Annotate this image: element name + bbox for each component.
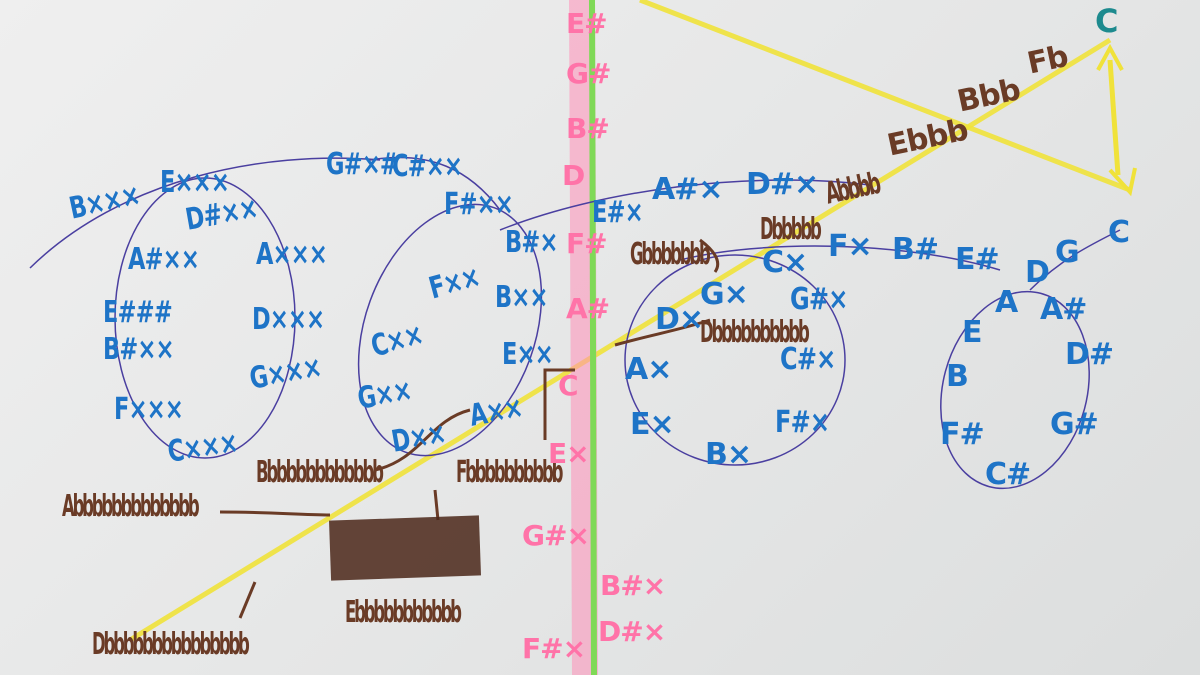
- note-label: E×: [630, 407, 675, 442]
- note-label: F#×: [522, 632, 586, 665]
- note-label: E#: [566, 7, 608, 40]
- note-label: C: [1095, 2, 1119, 40]
- note-label: D×××: [252, 302, 325, 337]
- note-label: E: [962, 315, 982, 350]
- note-label: Dbbbbbbbbbbbbbbb: [92, 627, 250, 662]
- note-label: G: [1055, 235, 1080, 270]
- note-label: E#×: [592, 195, 644, 230]
- note-label: B#××: [103, 332, 174, 367]
- note-label: F#: [940, 417, 985, 452]
- note-label: D××: [388, 415, 449, 460]
- note-label: E#: [955, 242, 1000, 277]
- note-label: B: [946, 359, 969, 394]
- note-label: C#: [985, 457, 1031, 492]
- note-label: B#×: [600, 569, 666, 602]
- note-label: G××: [354, 372, 415, 417]
- note-label: D×: [655, 302, 704, 337]
- note-label: E××: [502, 337, 554, 372]
- note-label: G#×#: [326, 147, 399, 182]
- note-label: G#×: [790, 282, 848, 317]
- note-label: B×: [705, 437, 752, 472]
- note-label: F#: [566, 227, 608, 260]
- note-label: G#: [1050, 407, 1099, 442]
- note-label: C×: [762, 245, 808, 280]
- note-label: Fb: [1024, 39, 1071, 82]
- note-label: B××: [495, 280, 548, 315]
- note-label: Ebbbbbbbbbbb: [345, 595, 462, 630]
- note-label: G#×: [522, 519, 590, 552]
- note-label: A×: [625, 352, 672, 387]
- note-label: C: [1108, 215, 1130, 250]
- note-label: Gbbbbbbb: [630, 237, 711, 272]
- note-label: A#××: [128, 242, 200, 277]
- note-label: C#×: [780, 342, 836, 377]
- note-label: C: [558, 369, 579, 402]
- note-label: B#: [892, 232, 939, 267]
- note-label: D: [1025, 255, 1050, 290]
- note-label: D#×: [598, 615, 666, 648]
- note-label: E×××: [160, 165, 230, 200]
- note-label: Abbbbbbbbbbbbb: [62, 489, 200, 524]
- note-label: A: [995, 285, 1018, 320]
- note-label: A#: [1040, 292, 1087, 327]
- note-label: G×: [700, 277, 749, 312]
- note-label: F×: [828, 229, 873, 264]
- note-label: E###: [103, 295, 173, 330]
- note-label: Fbbbbbbbbbb: [456, 455, 563, 490]
- note-label: D#: [1065, 337, 1114, 372]
- note-label: Dbbbbb: [760, 212, 822, 247]
- note-label: D: [562, 159, 585, 192]
- note-label: Dbbbbbbbbbb: [700, 315, 810, 350]
- note-label: D#×: [746, 167, 819, 202]
- note-label: A×××: [256, 237, 328, 272]
- note-label: B#×: [505, 225, 558, 260]
- note-label: B#: [566, 112, 610, 145]
- note-label: F#××: [444, 187, 514, 222]
- note-label: C#××: [392, 149, 463, 184]
- note-label: E×: [548, 437, 590, 470]
- note-label: F×××: [114, 392, 184, 427]
- note-label: F#×: [775, 405, 830, 440]
- note-label: A#×: [652, 172, 723, 207]
- note-label: A××: [466, 390, 526, 434]
- note-label: Bbbbbbbbbbbbb: [256, 455, 384, 490]
- note-label: G#: [566, 57, 611, 90]
- note-label: A#: [566, 292, 610, 325]
